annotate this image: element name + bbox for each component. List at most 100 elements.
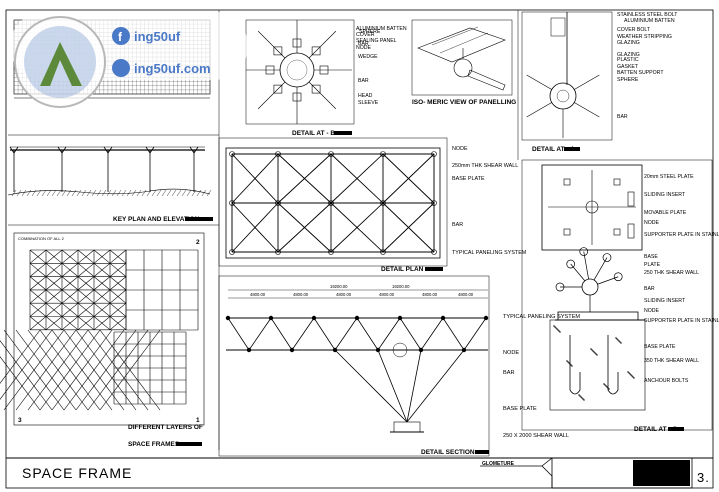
bolt-hole <box>563 228 571 236</box>
node <box>275 151 281 157</box>
layer-diag <box>0 329 53 400</box>
bar <box>597 276 619 285</box>
brace <box>107 146 113 154</box>
layer-diag <box>93 316 111 331</box>
concrete-dot <box>570 364 572 366</box>
concrete-dot <box>605 385 607 387</box>
quadrant-3-label: 3 <box>18 417 22 424</box>
sleeve <box>273 84 283 94</box>
detail-c-title: DETAIL AT - C <box>634 426 677 433</box>
hatch <box>141 189 147 197</box>
web <box>270 317 293 351</box>
combination-label: COMBINATION OF ALL 2 <box>18 236 65 241</box>
concrete-dot <box>616 338 618 340</box>
concrete-dot <box>568 362 570 364</box>
node <box>418 347 424 353</box>
hatch <box>186 189 192 197</box>
annotation-label: BAR <box>358 41 369 47</box>
hatch <box>166 189 172 197</box>
hatch <box>131 189 137 197</box>
hatch <box>106 189 112 197</box>
sleeve <box>292 38 302 48</box>
layers-title-line2: SPACE FRAMES <box>128 441 180 448</box>
concrete-dot <box>620 342 622 344</box>
concrete-dot <box>553 325 555 327</box>
layer-diag <box>29 289 47 304</box>
concrete-dot <box>581 397 583 399</box>
annotation-label: GLAZING <box>617 40 640 46</box>
dimension-label: 4800.00 <box>336 292 352 297</box>
hatch <box>61 189 67 197</box>
concrete-dot <box>628 372 630 374</box>
concrete-dot <box>630 374 632 376</box>
annotation-label: NODE <box>644 220 660 226</box>
bar <box>526 102 552 118</box>
hatch <box>201 189 207 197</box>
hatch <box>76 189 82 197</box>
web <box>313 317 336 351</box>
concrete-dot <box>591 349 593 351</box>
concrete-dot <box>567 361 569 363</box>
annotation-label: MOVABLE PLATE <box>644 210 687 216</box>
web <box>227 317 250 351</box>
annotation-label: 250 THK SHEAR WALL <box>644 270 699 276</box>
annotation-label: 250mm THK SHEAR WALL <box>452 163 518 169</box>
annotation-label: WEATHER STRIPPING <box>617 34 672 40</box>
concrete-dot <box>615 337 617 339</box>
diagonal <box>231 202 279 253</box>
annotation-label: COVER BOLT <box>617 27 651 33</box>
brace <box>193 146 199 154</box>
annotation-label: 350 THK SHEAR WALL <box>644 358 699 364</box>
hatch <box>41 189 47 197</box>
web <box>399 317 422 351</box>
node <box>328 249 334 255</box>
layer-diag <box>109 276 127 291</box>
annotation-label: ALUMINIUM BATTEN <box>356 26 407 32</box>
hatch <box>126 189 132 197</box>
concrete-dot <box>579 395 581 397</box>
bar <box>570 263 586 282</box>
sleeve <box>265 65 275 75</box>
hatch <box>91 189 97 197</box>
concrete-dot <box>593 351 595 353</box>
hatch <box>121 189 127 197</box>
brace <box>61 146 67 154</box>
layer-diag <box>15 329 77 411</box>
bar <box>308 81 337 110</box>
dimension-label: 4800.00 <box>250 292 266 297</box>
annotation-label: PLATE <box>644 262 661 268</box>
concrete-dot <box>633 377 635 379</box>
node <box>380 200 386 206</box>
layer-diag <box>93 289 111 304</box>
layer-diag <box>93 249 111 264</box>
concrete-dot <box>578 394 580 396</box>
web <box>442 317 465 351</box>
box-label: GLOMETURE <box>482 461 515 467</box>
layer-diag <box>51 329 113 411</box>
concrete-dot <box>596 354 598 356</box>
hatch <box>26 189 32 197</box>
layer-diag <box>77 316 95 331</box>
hatch <box>151 189 157 197</box>
annotation-label: STAINLESS STEEL BOLT <box>617 12 678 18</box>
concrete-dot <box>590 348 592 350</box>
bar <box>257 81 286 110</box>
dimension-label: 4800.00 <box>458 292 474 297</box>
layer-diag <box>93 276 111 291</box>
concrete-dot <box>608 388 610 390</box>
hatch <box>71 189 77 197</box>
annotation-label: BAR <box>617 114 628 120</box>
concrete-dot <box>631 375 633 377</box>
concrete-dot <box>566 360 568 362</box>
layer-diag <box>3 329 65 411</box>
concrete-dot <box>580 396 582 398</box>
layer-diag <box>29 302 47 317</box>
node <box>225 315 231 321</box>
annotation-label: BASE PLATE <box>503 406 537 412</box>
node <box>380 249 386 255</box>
annotation-label: SPHERE <box>617 77 639 83</box>
layer-diag <box>45 316 63 331</box>
annotation-label: HEAD <box>358 93 373 99</box>
concrete-dot <box>594 352 596 354</box>
